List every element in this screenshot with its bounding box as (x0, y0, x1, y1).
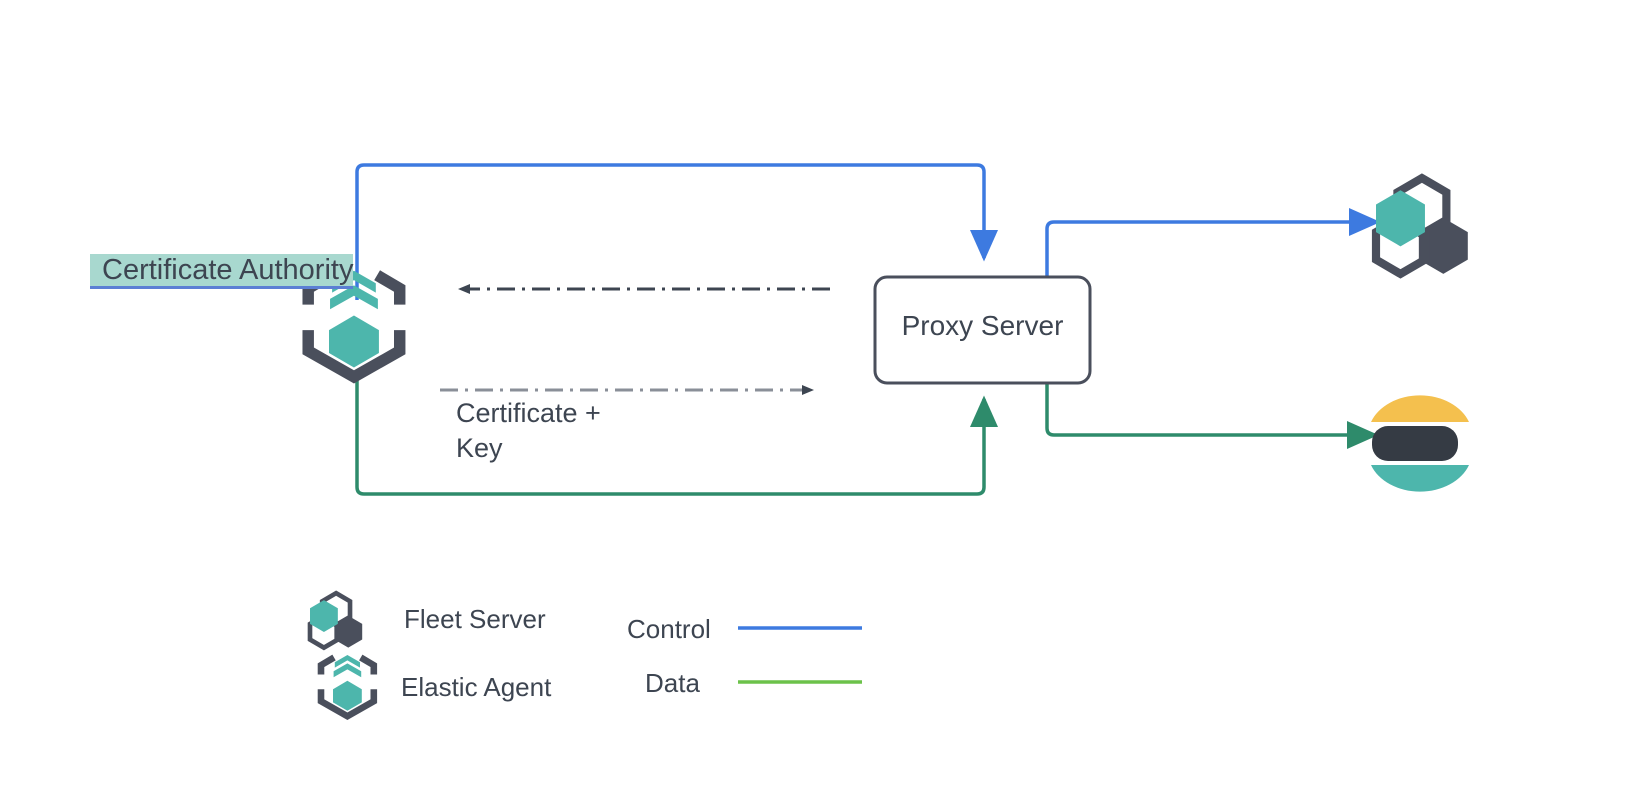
certificate-key-edge-label: Certificate + Key (456, 396, 601, 466)
certificate-authority-label-text: Certificate Authority (90, 254, 354, 289)
proxy-server-label: Proxy Server (901, 310, 1064, 341)
legend-line-data-label: Data (645, 668, 700, 698)
elasticsearch-icon (1371, 395, 1469, 492)
fleet-server-icon (1371, 173, 1468, 279)
legend-item-elastic-agent-label: Elastic Agent (401, 672, 552, 702)
proxy-server-box[interactable] (873, 275, 1092, 385)
edge-control-agent-to-proxy (355, 163, 998, 300)
certificate-key-line2: Key (456, 433, 503, 463)
legend-item-fleet-server-label: Fleet Server (404, 604, 546, 634)
edge-control-proxy-to-fleet (1045, 208, 1381, 277)
legend-elastic-agent-icon (317, 654, 378, 720)
legend-fleet-server-icon (307, 590, 363, 651)
edge-data-proxy-to-elasticsearch (1045, 383, 1379, 449)
edge-data-agent-to-proxy (355, 370, 998, 496)
legend-line-control-label: Control (627, 614, 711, 644)
certificate-authority-label: Certificate Authority (90, 253, 354, 289)
certificate-key-line1: Certificate + (456, 398, 601, 428)
